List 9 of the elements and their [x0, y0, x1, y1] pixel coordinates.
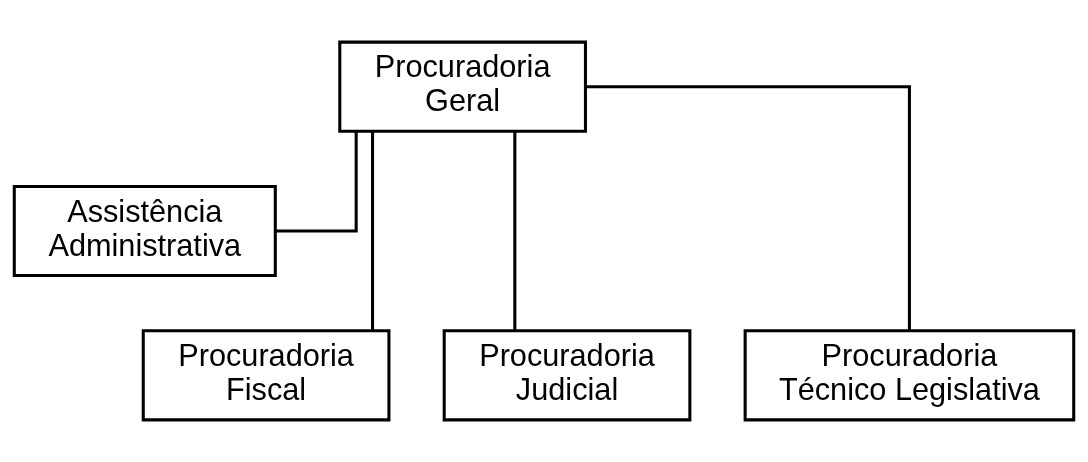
node-box: Procuradoria Judicial [442, 329, 692, 422]
connector [585, 85, 911, 331]
connector [371, 131, 375, 331]
connector [513, 131, 517, 331]
connector [275, 131, 358, 233]
node-box: Procuradoria Fiscal [141, 329, 391, 422]
node-box: Procuradoria Geral [338, 40, 587, 133]
node-box: Procuradoria Técnico Legislativa [743, 329, 1076, 422]
node-box: Assistência Administrativa [12, 184, 277, 278]
